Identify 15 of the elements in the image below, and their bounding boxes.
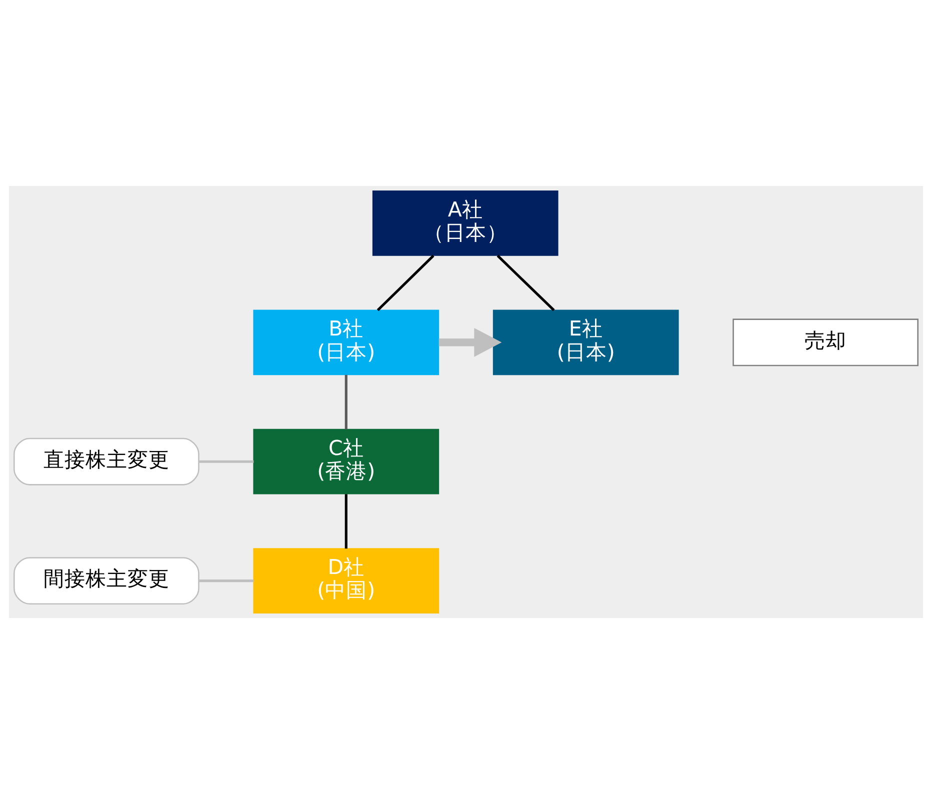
node-box: C社 (香港)	[253, 428, 440, 494]
node-box: D社 (中国)	[253, 548, 440, 614]
node-box: 間接株主変更	[14, 557, 200, 605]
node-box: E社 (日本)	[492, 310, 679, 376]
node-box: 売却	[732, 318, 918, 366]
connector	[344, 374, 348, 430]
connector	[496, 254, 555, 312]
connector	[376, 254, 434, 312]
node-box: B社 (日本)	[253, 310, 440, 376]
node-box: 直接株主変更	[14, 438, 200, 486]
connector	[199, 580, 254, 582]
connector	[344, 494, 348, 549]
connector	[199, 460, 254, 463]
node-box: A社 （日本）	[372, 190, 558, 256]
arrow	[438, 328, 502, 357]
